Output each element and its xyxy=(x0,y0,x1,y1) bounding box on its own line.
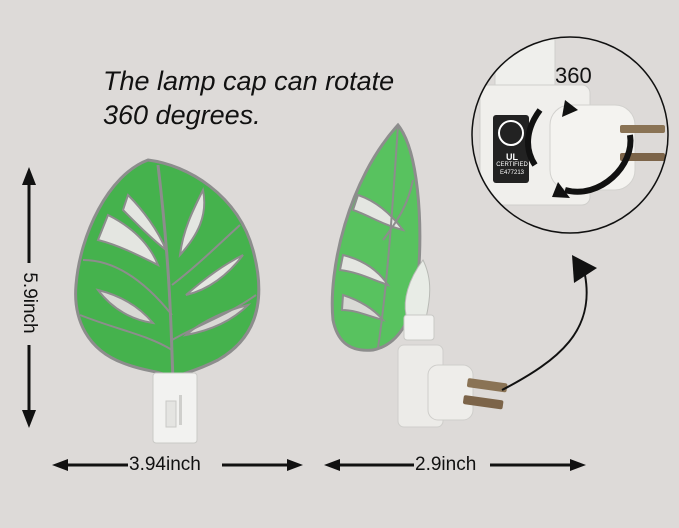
height-dimension: 5.9inch xyxy=(14,165,44,430)
leaf-lamp-front-view xyxy=(68,155,278,455)
ul-certified-text: CERTIFIED xyxy=(496,162,528,168)
ul-code-text: E477213 xyxy=(499,170,525,176)
curved-arrow-icon xyxy=(501,255,597,391)
width-side-label: 2.9inch xyxy=(415,454,477,475)
rotation-detail-inset: 360 UL CERTIFIED E477213 xyxy=(470,35,670,235)
caption-text: The lamp cap can rotate 360 degrees. xyxy=(103,66,395,130)
ul-mark-text: UL xyxy=(506,152,518,162)
pointer-arrow xyxy=(500,240,610,400)
width-front-label: 3.94inch xyxy=(129,454,201,475)
height-label: 5.9inch xyxy=(19,272,40,334)
rotation-degrees-label: 360 xyxy=(555,63,592,88)
double-arrow-horizontal-icon xyxy=(52,459,303,471)
double-arrow-horizontal-icon xyxy=(324,459,586,471)
width-side-dimension: 2.9inch xyxy=(322,452,587,478)
double-arrow-vertical-icon xyxy=(22,167,36,428)
ul-certification-mark: UL CERTIFIED E477213 xyxy=(494,153,530,177)
width-front-dimension: 3.94inch xyxy=(50,452,305,478)
leaf-lamp-side-view xyxy=(318,120,548,450)
